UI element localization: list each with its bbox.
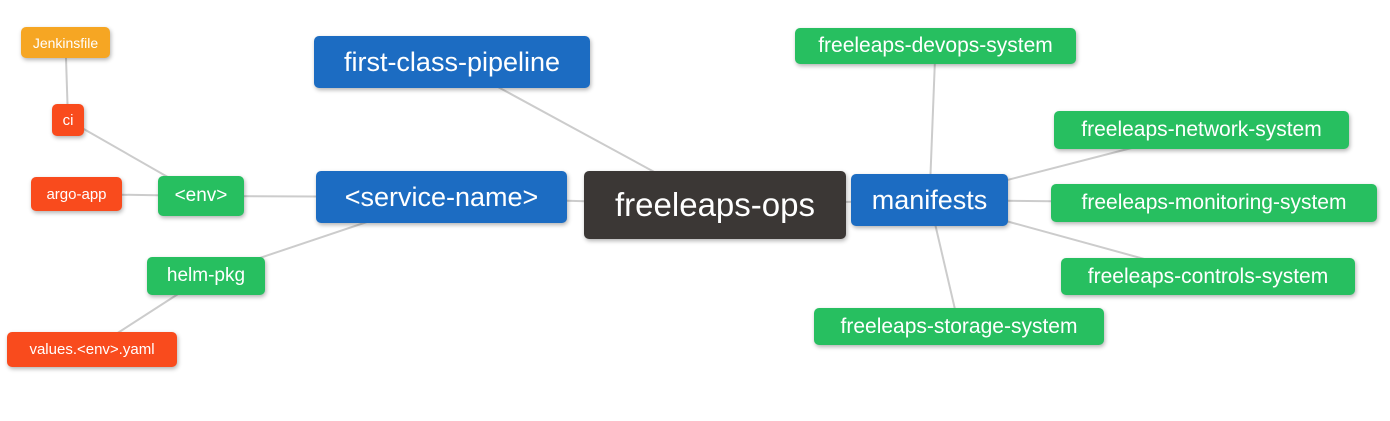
node-network-system[interactable]: freeleaps-network-system xyxy=(1054,111,1349,149)
node-storage-system[interactable]: freeleaps-storage-system xyxy=(814,308,1104,345)
node-helm-pkg[interactable]: helm-pkg xyxy=(147,257,265,295)
node-freeleaps-ops[interactable]: freeleaps-ops xyxy=(584,171,846,239)
node-env[interactable]: <env> xyxy=(158,176,244,216)
node-jenkinsfile[interactable]: Jenkinsfile xyxy=(21,27,110,58)
node-first-class-pipeline[interactable]: first-class-pipeline xyxy=(314,36,590,88)
node-service-name[interactable]: <service-name> xyxy=(316,171,567,223)
node-controls-system[interactable]: freeleaps-controls-system xyxy=(1061,258,1355,295)
node-values-env-yaml[interactable]: values.<env>.yaml xyxy=(7,332,177,367)
node-argo-app[interactable]: argo-app xyxy=(31,177,122,211)
node-manifests[interactable]: manifests xyxy=(851,174,1008,226)
node-monitoring-system[interactable]: freeleaps-monitoring-system xyxy=(1051,184,1377,222)
node-devops-system[interactable]: freeleaps-devops-system xyxy=(795,28,1076,64)
node-ci[interactable]: ci xyxy=(52,104,84,136)
